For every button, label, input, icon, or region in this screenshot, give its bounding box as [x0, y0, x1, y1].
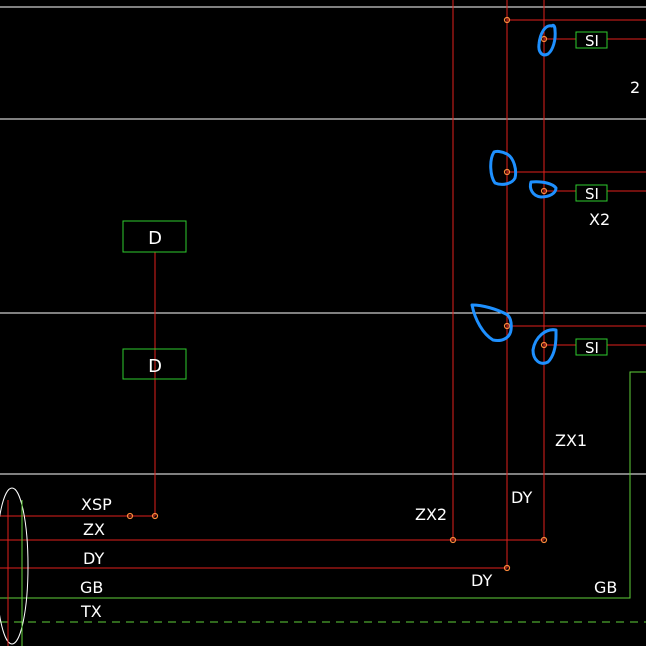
- si-box-2-label: SI: [585, 185, 599, 203]
- d-box-upper-label: D: [148, 228, 162, 249]
- d-box-upper[interactable]: [122, 220, 187, 253]
- junction-node: [540, 35, 548, 43]
- junction-node: [503, 322, 511, 330]
- si-box-1[interactable]: [575, 31, 608, 49]
- d-box-lower-label: D: [148, 356, 162, 377]
- markup-loop-1: [537, 23, 557, 57]
- junction-node: [126, 512, 134, 520]
- markup-loop-4: [470, 303, 513, 342]
- si-box-3-label: SI: [585, 339, 599, 357]
- bus-label-tx: TX: [80, 602, 102, 621]
- junction-node: [540, 536, 548, 544]
- x2-label: X2: [589, 210, 610, 229]
- cable-bundle-ellipse: [0, 487, 29, 645]
- bus-wire-gb: [0, 371, 646, 599]
- junction-node: [540, 187, 548, 195]
- junction-node: [151, 512, 159, 520]
- zx1-label: ZX1: [555, 431, 587, 450]
- junction-node: [503, 16, 511, 24]
- si-box-1-label: SI: [585, 32, 599, 50]
- d-box-lower[interactable]: [122, 348, 187, 380]
- gb-right-label: GB: [594, 578, 617, 597]
- dy-bottom-label: DY: [471, 571, 492, 590]
- markup-annotations: [470, 23, 558, 365]
- junction-node: [540, 341, 548, 349]
- junction-node: [503, 564, 511, 572]
- dy-riser-label: DY: [511, 488, 532, 507]
- bus-label-dy: DY: [83, 549, 104, 568]
- zx2-label: ZX2: [415, 505, 447, 524]
- bus-label-gb: GB: [80, 578, 103, 597]
- bus-label-zx: ZX: [83, 520, 105, 539]
- junction-node: [449, 536, 457, 544]
- markup-loop-3: [528, 180, 558, 199]
- markup-loop-5: [531, 328, 558, 365]
- markup-loop-2: [489, 149, 518, 186]
- si-box-2[interactable]: [575, 184, 608, 202]
- si-box-3[interactable]: [575, 338, 608, 356]
- bus-label-xsp: XSP: [81, 495, 112, 514]
- floor-number-label: 2: [630, 78, 640, 97]
- junction-nodes: [126, 16, 548, 572]
- junction-node: [503, 168, 511, 176]
